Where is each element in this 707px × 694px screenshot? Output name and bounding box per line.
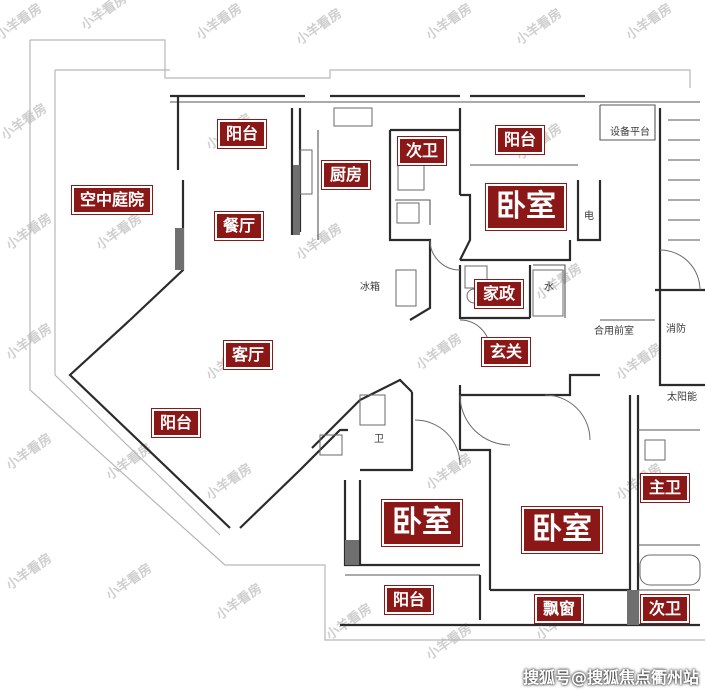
solar-note: 太阳能 [667,392,697,403]
watermark-text: 小羊看房 [78,0,130,33]
second-bath-top-label: 次卫 [396,136,448,166]
watermark-text: 小羊看房 [203,460,255,503]
common-lobby-note: 合用前室 [594,326,634,337]
bedroom-top-label: 卧室 [485,183,567,231]
watermark-text: 小羊看房 [513,5,565,48]
sky-garden-label: 空中庭院 [70,185,154,215]
watermark-text: 小羊看房 [3,210,55,253]
watermark-text: 小羊看房 [423,450,475,493]
living-label: 客厅 [222,340,274,370]
entrance-label: 玄关 [480,337,532,367]
watermark-text: 小羊看房 [3,550,55,593]
watermark-text: 小羊看房 [213,580,265,623]
electric-note: 电 [584,211,594,222]
dining-label: 餐厅 [213,211,265,241]
kitchen-label: 厨房 [320,160,372,190]
watermark-text: 小羊看房 [93,210,145,253]
watermark-text: 小羊看房 [0,100,50,143]
watermark-text: 小羊看房 [533,260,585,303]
walls [68,94,705,627]
watermark-text: 小羊看房 [3,320,55,363]
watermark-text: 小羊看房 [623,0,675,43]
watermark-text: 小羊看房 [323,600,375,643]
watermark-text: 小羊看房 [103,560,155,603]
watermark-text: 小羊看房 [3,430,55,473]
watermark-text: 小羊看房 [613,340,665,383]
columns [175,165,639,625]
bedroom-mid-label: 卧室 [381,499,463,547]
second-bath-bottom-label: 次卫 [639,594,691,624]
fridge-note: 冰箱 [360,282,380,293]
watermark-text: 小羊看房 [193,0,245,43]
balcony-top-left-label: 阳台 [216,119,268,149]
balcony-top-right-label: 阳台 [494,125,546,155]
footer-credit: 搜狐号@搜狐焦点衢州站 [522,668,699,687]
bedroom-master-label: 卧室 [521,506,603,554]
fixtures [299,107,701,586]
firefighting-note: 消防 [666,324,686,335]
master-bath-label: 主卫 [639,473,691,503]
watermark-text: 小羊看房 [413,330,465,373]
watermark-text: 小羊看房 [0,0,45,43]
bath-small-note: 卫 [374,434,384,445]
site-outline [29,39,705,641]
housekeeping-label: 家政 [473,279,525,309]
balcony-left-label: 阳台 [150,408,202,438]
watermark-layer: 小羊看房 小羊看房 小羊看房 小羊看房 小羊看房 小羊看房 小羊看房 小羊看房 … [0,0,675,663]
balcony-bottom-label: 阳台 [383,585,435,615]
bay-window-label: 飘窗 [533,594,585,624]
watermark-text: 小羊看房 [423,620,475,663]
watermark-text: 小羊看房 [293,5,345,48]
equipment-platform-note: 设备平台 [610,127,650,138]
water-note: 水 [544,282,554,293]
watermark-text: 小羊看房 [423,0,475,43]
